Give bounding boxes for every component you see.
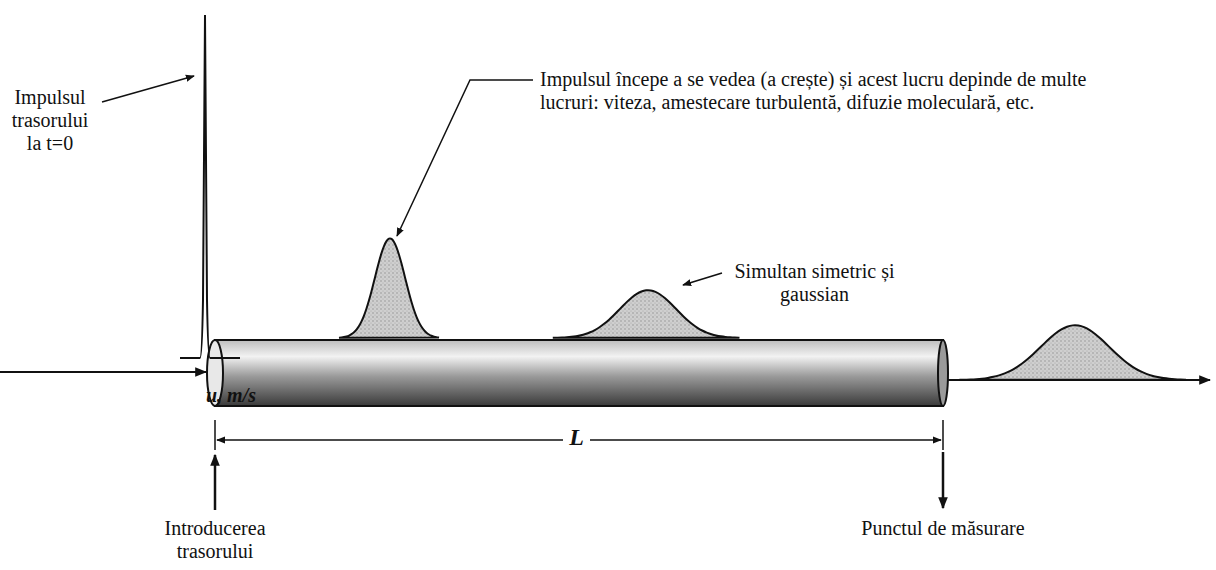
leader-line (683, 273, 722, 285)
pipe-body (215, 340, 943, 406)
injection-arrow (214, 455, 217, 510)
tracer-spike (180, 15, 240, 358)
callout-note: Simultan simetric și gaussian (727, 260, 902, 306)
spike-label: Impulsul trasorului la t=0 (4, 86, 96, 155)
gaussian-pulse (553, 290, 740, 338)
pipe-end (938, 340, 948, 406)
gaussian-pulse (339, 238, 439, 337)
gaussian-pulse (959, 325, 1186, 380)
callout-note: Impulsul începe a se vedea (a crește) și… (540, 68, 1088, 114)
velocity-label: u, m/s (206, 384, 296, 407)
dimension-label: L (563, 426, 590, 449)
flow-axis (0, 371, 206, 373)
dimension-line (590, 439, 941, 441)
dimension-line (217, 439, 563, 441)
measure-label: Punctul de măsurare (855, 517, 1031, 540)
dimension-tick (942, 420, 944, 450)
dimension-tick (214, 420, 216, 450)
measure-arrow (942, 452, 945, 508)
leader-line (397, 80, 533, 236)
injection-label: Introducerea trasorului (140, 517, 290, 563)
leader-line (102, 76, 194, 102)
